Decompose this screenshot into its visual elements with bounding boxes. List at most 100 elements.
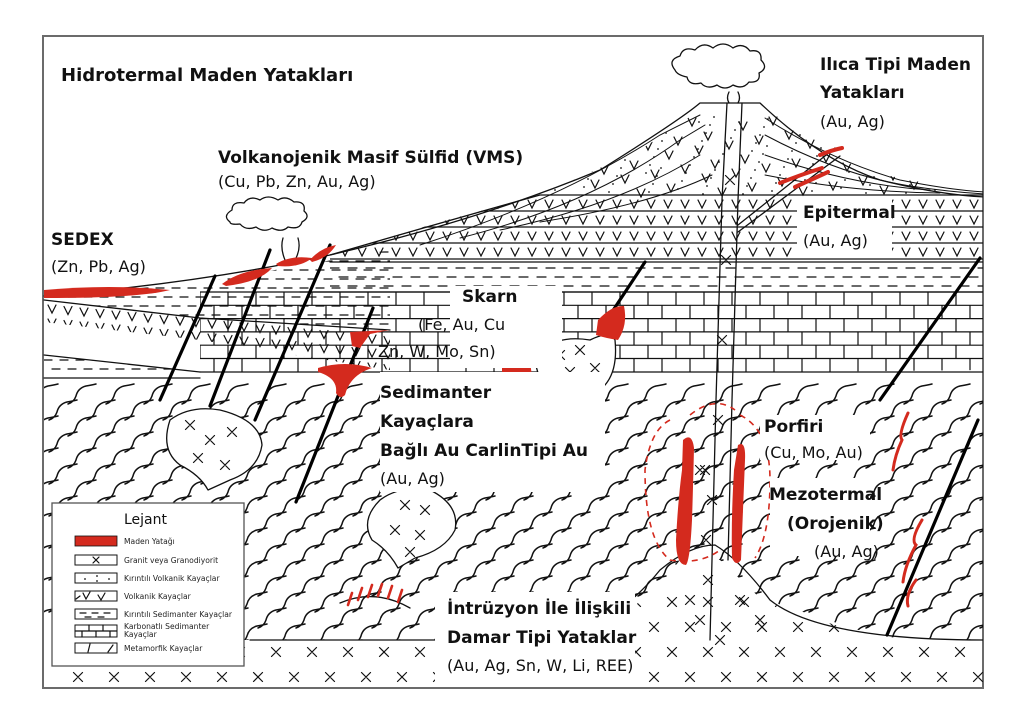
- volcaniclastic-dot: [685, 172, 687, 174]
- volcaniclastic-dot: [645, 172, 647, 174]
- label-skarn-elements-1: (Fe, Au, Cu: [418, 315, 505, 334]
- volcaniclastic-dot: [718, 161, 720, 163]
- granite-pluton-left: [166, 408, 263, 491]
- clastic-sedimentary-swatch: [74, 608, 118, 620]
- legend-label: Maden Yatağı: [124, 537, 175, 546]
- volcaniclastic-dot: [648, 191, 650, 193]
- volcaniclastic-dot: [730, 137, 732, 139]
- label-vms-name: Volkanojenik Masif Sülfid (VMS): [218, 148, 523, 168]
- volcaniclastic-dot: [681, 180, 683, 182]
- volcaniclastic-dot: [612, 183, 614, 185]
- volcaniclastic-dot: [693, 156, 695, 158]
- legend-item-volcanic: Volkanik Kayaçlar: [74, 590, 192, 602]
- volcaniclastic-dot: [608, 191, 610, 193]
- volcaniclastic-dot: [766, 145, 768, 147]
- volcaniclastic-dot: [734, 129, 736, 131]
- volcaniclastic-dot: [844, 179, 846, 181]
- volcaniclastic-dot: [816, 155, 818, 157]
- label-ilica-elements: (Au, Ag): [820, 112, 885, 131]
- volcaniclastic-dot: [583, 186, 585, 188]
- label-intruzyon-name-1: İntrüzyon İle İlişkili: [447, 597, 631, 619]
- eruption-plume: [726, 91, 741, 104]
- ore-bodies: [44, 146, 924, 609]
- volcaniclastic-dot: [799, 134, 801, 136]
- volcaniclastic-dot: [762, 153, 764, 155]
- label-sedex-name: SEDEX: [51, 230, 114, 250]
- ore-porphyry-left: [676, 437, 694, 565]
- volcaniclastic-dot: [652, 183, 654, 185]
- label-carlin-name-1: Sedimanter: [380, 383, 492, 403]
- volcaniclastic-dot: [713, 116, 715, 118]
- label-sedex-elements: (Zn, Pb, Ag): [51, 257, 146, 276]
- label-porfiri-name: Porfiri: [764, 417, 823, 437]
- volcaniclastic-dot: [738, 121, 740, 123]
- legend-item-metamorphic: Metamorfik Kayaçlar: [74, 642, 203, 654]
- volcaniclastic-dot: [755, 142, 757, 144]
- volcaniclastic-dot: [706, 185, 708, 187]
- volcaniclastic-dot: [554, 189, 556, 191]
- legend-label: Karbonatlı Sedimanter: [124, 622, 210, 631]
- label-skarn-elements-2: Zn, W, Mo, Sn): [378, 342, 496, 361]
- label-intruzyon-elements: (Au, Ag, Sn, W, Li, REE): [447, 656, 633, 675]
- label-carlin-name-2: Kayaçlara: [380, 412, 474, 432]
- volcaniclastic-dot: [710, 177, 712, 179]
- volcaniclastic-dot: [865, 192, 867, 194]
- legend-item-ore: Maden Yatağı: [74, 535, 175, 547]
- volcaniclastic-dot: [751, 150, 753, 152]
- volcaniclastic-dot: [587, 178, 589, 180]
- metamorphic-swatch: [74, 642, 118, 654]
- volcaniclastic-dot: [661, 140, 663, 142]
- ore-ilica-2: [793, 170, 830, 189]
- legend-label: Kırıntılı Volkanik Kayaçlar: [124, 574, 220, 583]
- volcaniclastic-dot: [795, 142, 797, 144]
- volcaniclastic-dot: [783, 166, 785, 168]
- label-ilica-name-2: Yatakları: [819, 83, 905, 103]
- legend-label: Kırıntılı Sedimanter Kayaçlar: [124, 610, 233, 619]
- stratigraphic-boundaries: [43, 102, 983, 641]
- ore-mesothermal-3: [905, 578, 918, 608]
- label-epitermal-name: Epitermal: [803, 203, 896, 223]
- legend-box: [51, 502, 245, 667]
- ore-porphyry-right: [731, 444, 746, 564]
- ore-swatch: [74, 535, 118, 547]
- label-epitermal-elements: (Au, Ag): [803, 231, 868, 250]
- label-vms-elements: (Cu, Pb, Zn, Au, Ag): [218, 172, 376, 191]
- volcaniclastic-dot: [811, 190, 813, 192]
- volcaniclastic-dot: [754, 169, 756, 171]
- label-mezotermal-name-1: Mezotermal: [769, 485, 882, 505]
- volcaniclastic-dot: [726, 145, 728, 147]
- legend-label: Kayaçlar: [124, 630, 158, 639]
- volcaniclastic-dot: [657, 148, 659, 150]
- volcaniclastic-dot: [624, 159, 626, 161]
- legend: Lejant Maden Yatağı Granit veya Granodiy…: [51, 502, 245, 667]
- volcaniclastic-dot: [660, 167, 662, 169]
- volcaniclastic-dot: [701, 140, 703, 142]
- ore-intrusion-veins: [339, 582, 411, 609]
- label-porfiri-elements: (Cu, Mo, Au): [764, 443, 863, 462]
- volcaniclastic-dot: [787, 158, 789, 160]
- label-ilica-name-1: Ilıca Tipi Maden: [820, 55, 971, 75]
- volcaniclastic-dot: [840, 187, 842, 189]
- volcaniclastic-dot: [763, 126, 765, 128]
- volcaniclastic-dot: [649, 164, 651, 166]
- legend-label: Granit veya Granodiyorit: [124, 556, 218, 565]
- volcaniclastic-dot: [698, 121, 700, 123]
- volcaniclastic-dot: [620, 167, 622, 169]
- volcaniclastic-dot: [616, 175, 618, 177]
- legend-label: Metamorfik Kayaçlar: [124, 644, 203, 653]
- clastic-dash-pattern: [330, 267, 983, 287]
- ore-vms-1: [222, 268, 272, 286]
- volcaniclastic-dot: [759, 134, 761, 136]
- label-mezotermal-name-2: (Orojenik): [787, 514, 884, 534]
- label-backgrounds: [380, 198, 892, 684]
- volcaniclastic-dot: [775, 182, 777, 184]
- label-carlin-elements: (Au, Ag): [380, 469, 445, 488]
- volcaniclastic-swatch: [74, 572, 118, 584]
- legend-item-carbonate: Karbonatlı Sedimanter Kayaçlar: [74, 622, 210, 639]
- diagram-title: Hidrotermal Maden Yatakları: [61, 65, 353, 86]
- ore-sedex: [44, 287, 170, 298]
- volcanic-swatch: [74, 590, 118, 602]
- label-intruzyon-name-2: Damar Tipi Yataklar: [447, 628, 637, 648]
- volcaniclastic-dot: [869, 184, 871, 186]
